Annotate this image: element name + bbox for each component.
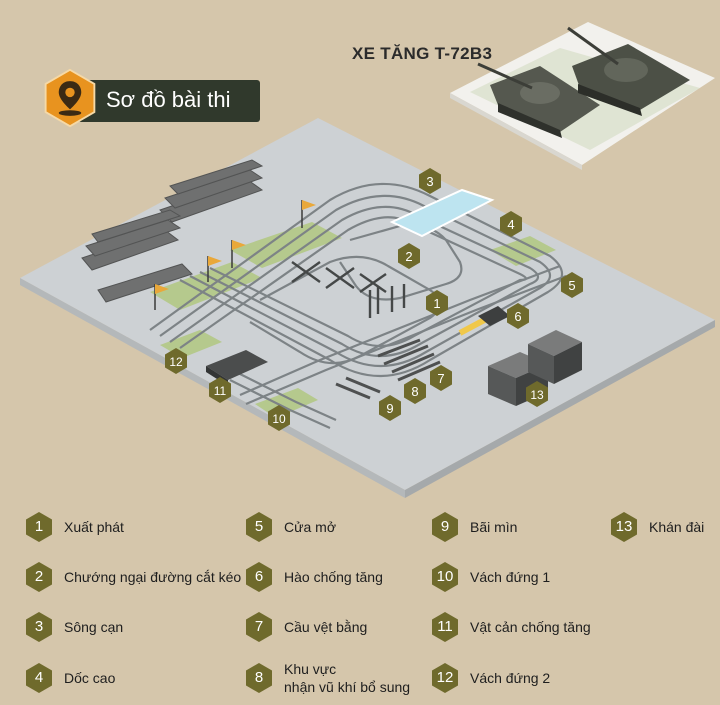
marker-10: 10 — [268, 405, 290, 431]
map-markers: 1 2 3 4 5 6 7 8 9 10 11 12 13 — [165, 168, 583, 431]
legend-number: 9 — [440, 518, 450, 535]
marker-12: 12 — [165, 348, 187, 374]
legend-item-1: 1 Xuất phát — [26, 512, 124, 542]
marker-11: 11 — [209, 377, 231, 403]
legend-label: Cửa mở — [284, 519, 337, 535]
legend-label: Xuất phát — [64, 519, 124, 535]
marker-6: 6 — [507, 303, 529, 329]
legend-label: Hào chống tăng — [284, 569, 383, 585]
legend-item-13: 13 Khán đài — [611, 512, 704, 542]
map-pin-badge-icon — [44, 68, 96, 128]
bridge-and-mines — [335, 306, 510, 400]
tank-right — [567, 26, 690, 116]
header-box — [78, 80, 260, 122]
legend-label: Dốc cao — [64, 670, 116, 686]
marker-9: 9 — [379, 395, 401, 421]
marker-6-label: 6 — [514, 309, 521, 324]
hex-badge-icon: 9 — [432, 512, 458, 542]
legend-number: 5 — [254, 518, 264, 535]
legend-number: 6 — [254, 568, 264, 585]
tank-illustration — [450, 22, 715, 170]
flags — [154, 200, 316, 310]
legend-number: 13 — [615, 518, 633, 535]
marker-7: 7 — [430, 365, 452, 391]
hex-badge-icon: 12 — [432, 663, 458, 693]
legend-label: Khu vực nhận vũ khí bổ sung — [284, 661, 411, 695]
marker-13-label: 13 — [530, 388, 544, 402]
legend-number: 1 — [34, 518, 44, 535]
marker-4: 4 — [500, 211, 522, 237]
legend-number: 3 — [34, 618, 44, 635]
legend-item-12: 12 Vách đứng 2 — [432, 663, 550, 693]
legend-item-11: 11 Vật cản chống tăng — [432, 612, 591, 642]
diagram-title: XE TĂNG T-72B3 — [352, 44, 493, 63]
legend-label: Bãi mìn — [470, 519, 518, 535]
hex-badge-icon: 10 — [432, 562, 458, 592]
legend-number: 11 — [437, 618, 453, 635]
legend-label: Chướng ngại đường cắt kéo — [64, 569, 242, 585]
stand-buildings — [488, 330, 582, 406]
legend-item-9: 9 Bãi mìn — [432, 512, 517, 542]
legend-number: 7 — [254, 618, 264, 635]
marker-2: 2 — [398, 243, 420, 269]
legend-label: Vách đứng 2 — [470, 670, 551, 686]
header-label: Sơ đồ bài thi — [106, 87, 231, 112]
tank-left — [477, 62, 600, 138]
legend-number: 10 — [436, 568, 454, 585]
marker-2-label: 2 — [405, 249, 412, 264]
marker-8-label: 8 — [411, 384, 418, 399]
hex-badge-icon: 1 — [26, 512, 52, 542]
marker-4-label: 4 — [507, 217, 514, 232]
legend-item-2: 2 Chướng ngại đường cắt kéo — [26, 562, 241, 592]
hex-badge-icon: 2 — [26, 562, 52, 592]
legend: 1 Xuất phát 2 Chướng ngại đường cắt kéo … — [0, 505, 720, 705]
legend-item-10: 10 Vách đứng 1 — [432, 562, 550, 592]
legend-item-8: 8 Khu vực nhận vũ khí bổ sung — [246, 660, 410, 696]
hex-badge-icon: 13 — [611, 512, 637, 542]
legend-number: 4 — [34, 669, 44, 686]
marker-1: 1 — [426, 290, 448, 316]
marker-3-label: 3 — [426, 174, 433, 189]
legend-number: 12 — [436, 669, 454, 686]
marker-8: 8 — [404, 378, 426, 404]
ground-plate — [20, 118, 715, 498]
legend-label: Vật cản chống tăng — [470, 619, 591, 635]
marker-3: 3 — [419, 168, 441, 194]
legend-number: 8 — [254, 669, 264, 686]
legend-item-6: 6 Hào chống tăng — [246, 562, 383, 592]
hex-badge-icon: 8 — [246, 663, 272, 693]
legend-label: Cầu vệt bằng — [284, 619, 368, 635]
legend-number: 2 — [34, 568, 44, 585]
legend-item-5: 5 Cửa mở — [246, 512, 336, 542]
legend-label: Khán đài — [649, 519, 705, 535]
scissor-obstacles — [291, 261, 406, 318]
marker-7-label: 7 — [437, 371, 444, 386]
marker-5: 5 — [561, 272, 583, 298]
marker-10-label: 10 — [272, 412, 286, 426]
grandstands-left — [81, 159, 264, 303]
hex-badge-icon: 6 — [246, 562, 272, 592]
marker-11-label: 11 — [214, 384, 227, 398]
marker-13: 13 — [526, 381, 548, 407]
hex-badge-icon: 5 — [246, 512, 272, 542]
legend-item-3: 3 Sông cạn — [26, 612, 123, 642]
hex-badge-icon: 4 — [26, 663, 52, 693]
shallow-river — [389, 188, 495, 238]
marker-1-label: 1 — [433, 296, 440, 311]
marker-12-label: 12 — [169, 355, 183, 369]
marker-5-label: 5 — [568, 278, 575, 293]
hex-badge-icon: 7 — [246, 612, 272, 642]
hex-badge-icon: 3 — [26, 612, 52, 642]
legend-item-7: 7 Cầu vệt bằng — [246, 612, 367, 642]
marker-9-label: 9 — [386, 401, 393, 416]
test-course-diagram: 1 2 3 4 5 6 7 8 9 10 11 12 13 — [20, 22, 715, 498]
legend-label: Vách đứng 1 — [470, 569, 551, 585]
hex-badge-icon: 11 — [432, 612, 458, 642]
legend-label: Sông cạn — [64, 619, 124, 635]
legend-item-4: 4 Dốc cao — [26, 663, 115, 693]
